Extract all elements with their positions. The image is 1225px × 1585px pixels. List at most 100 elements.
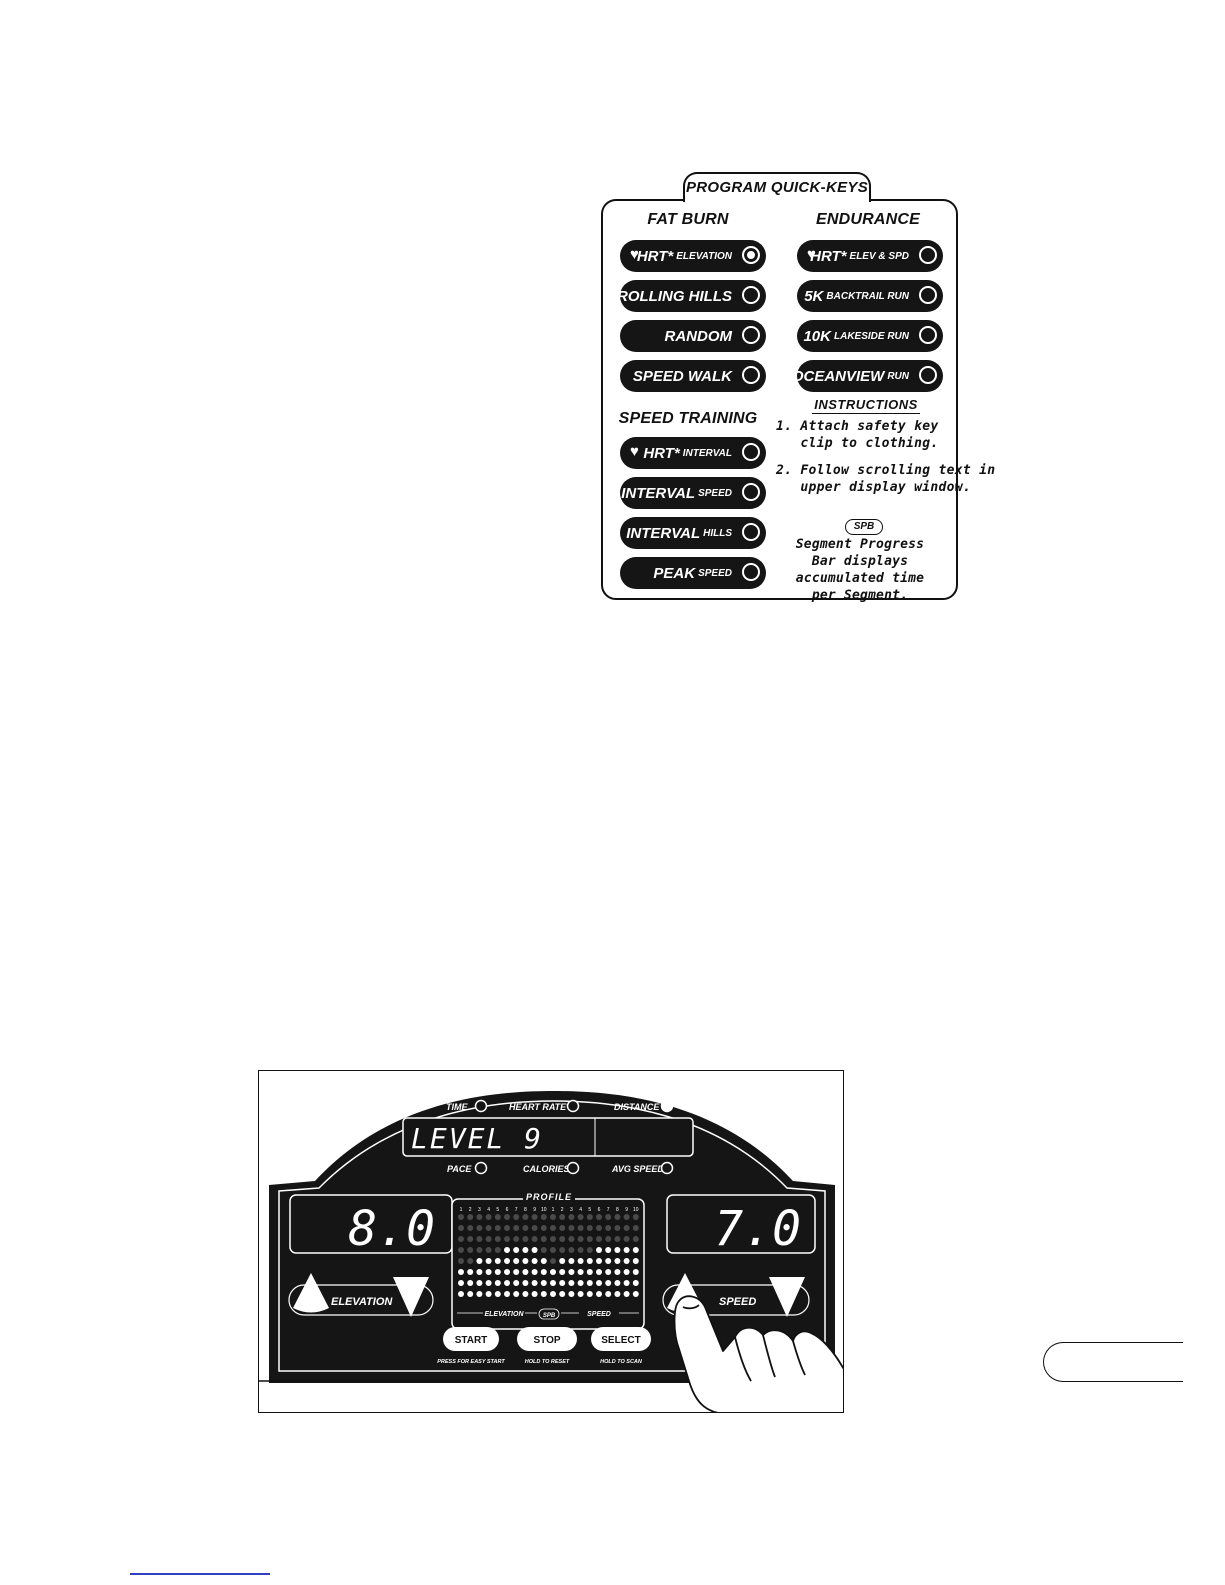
avg-speed-indicator: [660, 1161, 674, 1175]
stop-button[interactable]: [517, 1327, 577, 1351]
profile-dot: [531, 1258, 538, 1264]
stop-button-label: STOP: [533, 1335, 560, 1346]
profile-dot: [504, 1247, 510, 1253]
program-button-label: SPEED WALK: [632, 367, 732, 385]
stop-hint: HOLD TO RESET: [525, 1359, 570, 1365]
profile-tick-label: 3: [478, 1207, 481, 1213]
profile-tick-label: 9: [625, 1207, 628, 1213]
profile-dot: [467, 1225, 474, 1231]
program-button-fat-burn-2[interactable]: ROLLING HILLS: [617, 280, 766, 312]
speed-label: SPEED: [719, 1296, 756, 1308]
profile-dot: [522, 1269, 529, 1275]
profile-dot: [513, 1291, 520, 1297]
elevation-down-button[interactable]: [393, 1277, 429, 1317]
profile-dot: [531, 1247, 538, 1253]
profile-dot: [531, 1225, 538, 1231]
profile-dot: [559, 1291, 566, 1297]
profile-dot: [568, 1225, 575, 1231]
profile-speed-label: SPEED: [587, 1311, 611, 1318]
profile-dot: [605, 1236, 612, 1242]
profile-dot: [531, 1291, 538, 1297]
program-indicator-light: [742, 523, 760, 541]
page-tab: [1043, 1342, 1183, 1382]
profile-tick-label: 1: [552, 1207, 555, 1213]
profile-dot: [577, 1291, 584, 1297]
profile-dot: [531, 1280, 538, 1286]
profile-dot: [485, 1247, 492, 1253]
profile-dot: [485, 1214, 492, 1220]
spb-description: Segment Progress Bar displays accumulate…: [795, 537, 925, 603]
profile-dot: [614, 1280, 621, 1286]
profile-dot: [632, 1269, 639, 1275]
calories-indicator: [566, 1161, 580, 1175]
speed-display: [666, 1194, 816, 1254]
profile-dot: [485, 1291, 492, 1297]
profile-dot: [568, 1258, 575, 1264]
quick-keys-title: PROGRAM QUICK-KEYS: [683, 172, 871, 202]
profile-dot: [632, 1280, 639, 1286]
profile-dot: [485, 1269, 492, 1275]
profile-dot: [577, 1269, 584, 1275]
program-button-fat-burn-1[interactable]: ♥HRT*ELEVATION: [620, 240, 766, 272]
elevation-up-button[interactable]: [293, 1273, 329, 1313]
profile-dot: [494, 1225, 501, 1231]
profile-dot: [623, 1280, 630, 1286]
profile-dot: [522, 1225, 529, 1231]
elevation-value: 8.0: [348, 1201, 435, 1257]
profile-dot: [476, 1280, 483, 1286]
profile-tick-label: 7: [607, 1207, 610, 1213]
profile-dot: [596, 1291, 602, 1297]
profile-dot: [531, 1269, 538, 1275]
profile-dot: [540, 1269, 547, 1275]
profile-dot: [550, 1247, 556, 1253]
program-button-speed-training-1[interactable]: ♥HRT*INTERVAL: [620, 437, 766, 469]
profile-dot: [540, 1291, 547, 1297]
program-button-label: HRT*: [636, 247, 674, 265]
profile-dot: [458, 1269, 464, 1275]
profile-dot: [568, 1214, 575, 1220]
speed-value: 7.0: [714, 1201, 801, 1257]
profile-dot: [467, 1280, 474, 1286]
start-button[interactable]: [443, 1327, 499, 1351]
profile-dot: [586, 1236, 593, 1242]
profile-dot: [605, 1280, 612, 1286]
profile-dot: [485, 1258, 492, 1264]
profile-dot: [559, 1247, 566, 1253]
profile-tick-label: 8: [616, 1207, 619, 1213]
profile-dot: [522, 1247, 529, 1253]
profile-dot: [522, 1258, 529, 1264]
program-button-fat-burn-4[interactable]: SPEED WALK: [620, 360, 766, 392]
avg-speed-label: AVG SPEED: [611, 1164, 664, 1174]
select-button[interactable]: [591, 1327, 651, 1351]
profile-dot: [458, 1280, 464, 1286]
speed-down-button[interactable]: [769, 1277, 805, 1317]
profile-dot: [458, 1258, 464, 1264]
profile-dot: [559, 1269, 566, 1275]
profile-dot: [531, 1236, 538, 1242]
program-button-fat-burn-3[interactable]: RANDOM: [620, 320, 766, 352]
program-indicator-light: [742, 483, 760, 501]
program-indicator-light: [742, 443, 760, 461]
profile-dot: [458, 1247, 464, 1253]
profile-dot: [605, 1247, 612, 1253]
profile-tick-label: 4: [579, 1207, 582, 1213]
heart-rate-indicator: [566, 1099, 580, 1113]
profile-dot: [467, 1236, 474, 1242]
program-button-label: HRT*: [810, 247, 847, 265]
program-button-sublabel: BACKTRAIL RUN: [826, 290, 909, 302]
profile-dot: [614, 1214, 621, 1220]
fat-burn-heading: FAT BURN: [647, 211, 729, 228]
profile-dot: [586, 1269, 593, 1275]
program-button-endurance-1[interactable]: ♥HRT*ELEV & SPD: [797, 240, 943, 272]
profile-dot: [494, 1258, 501, 1264]
endurance-heading: ENDURANCE: [815, 211, 921, 228]
profile-dot: [485, 1236, 492, 1242]
instruction-step-2: 2. Follow scrolling text in upper displa…: [776, 463, 996, 495]
profile-dot: [531, 1214, 538, 1220]
